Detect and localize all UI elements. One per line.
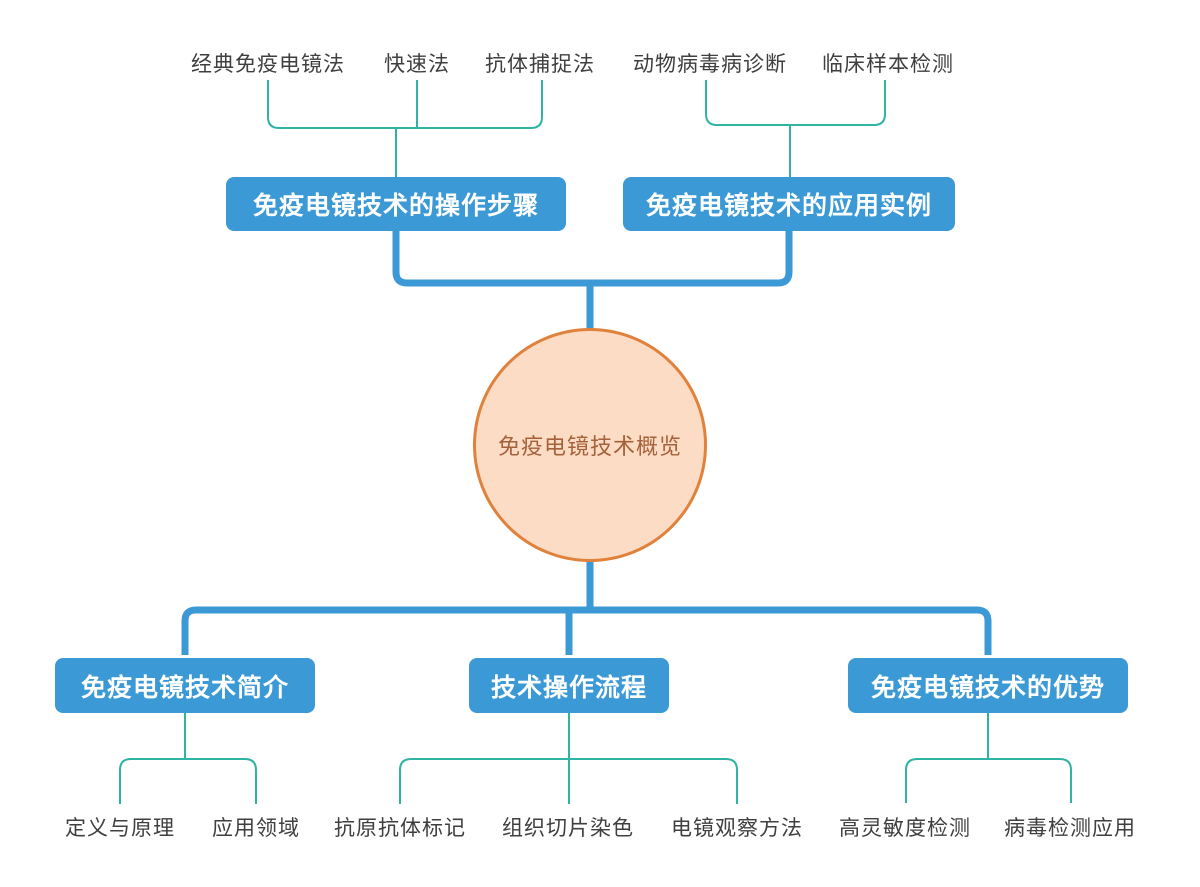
branch-operation-process[interactable]: 技术操作流程 (469, 658, 669, 713)
leaf-definition-principle[interactable]: 定义与原理 (65, 817, 175, 840)
connector-bottom-blue (181, 556, 992, 655)
leaf-tissue-section-staining[interactable]: 组织切片染色 (502, 817, 634, 840)
leaf-application-fields[interactable]: 应用领域 (212, 817, 300, 840)
leaf-high-sensitivity-detection[interactable]: 高灵敏度检测 (839, 817, 971, 840)
connector-top-right-leaves (705, 80, 886, 177)
root-node[interactable]: 免疫电镜技术概览 (473, 328, 707, 562)
leaf-animal-virus-diagnosis[interactable]: 动物病毒病诊断 (633, 53, 787, 76)
connector-top-blue (392, 231, 793, 334)
leaf-em-observation-method[interactable]: 电镜观察方法 (671, 817, 803, 840)
leaf-classic-immuno-em-method[interactable]: 经典免疫电镜法 (191, 53, 345, 76)
leaf-clinical-sample-testing[interactable]: 临床样本检测 (822, 53, 954, 76)
connector-top-left-leaves (267, 80, 543, 177)
leaf-antibody-capture-method[interactable]: 抗体捕捉法 (485, 53, 595, 76)
leaf-antigen-antibody-labeling[interactable]: 抗原抗体标记 (334, 817, 466, 840)
connector-bottom-right-leaves (905, 713, 1072, 803)
connector-bottom-middle-leaves (399, 713, 738, 804)
leaf-virus-detection-application[interactable]: 病毒检测应用 (1004, 817, 1136, 840)
branch-advantages[interactable]: 免疫电镜技术的优势 (848, 658, 1128, 713)
leaf-rapid-method[interactable]: 快速法 (384, 53, 450, 76)
branch-application-examples[interactable]: 免疫电镜技术的应用实例 (623, 177, 955, 231)
connector-bottom-left-leaves (119, 713, 257, 804)
branch-introduction[interactable]: 免疫电镜技术简介 (55, 658, 315, 713)
branch-operation-steps[interactable]: 免疫电镜技术的操作步骤 (226, 177, 566, 231)
